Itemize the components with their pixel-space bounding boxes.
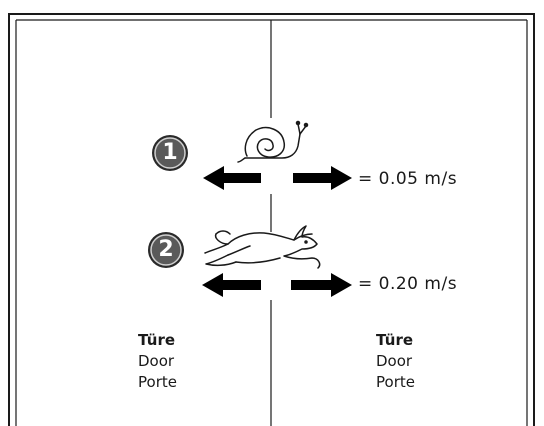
- right-door-english: Door: [376, 352, 413, 370]
- arrows-row-1: [203, 166, 352, 190]
- left-door-french: Porte: [138, 373, 177, 391]
- speed-number-2: 2: [158, 237, 174, 262]
- speed-label-fast: = 0.20 m/s: [358, 274, 458, 294]
- hare-icon: [204, 225, 321, 269]
- left-arrow-icon: [202, 273, 261, 297]
- right-door-title: Türe: [376, 331, 414, 349]
- left-arrow-icon: [203, 166, 261, 190]
- center-mask-bottom: [262, 232, 282, 300]
- arrows-row-2: [202, 273, 352, 297]
- snail-icon: [237, 120, 309, 163]
- left-door-title: Türe: [138, 331, 176, 349]
- speed-badge-2: [148, 232, 184, 268]
- right-arrow-icon: [291, 273, 352, 297]
- speed-badge-1: [152, 135, 188, 171]
- door-frame: [8, 13, 535, 426]
- left-door-english: Door: [138, 352, 175, 370]
- right-arrow-icon: [293, 166, 352, 190]
- speed-number-1: 1: [162, 140, 178, 165]
- speed-label-slow: = 0.05 m/s: [358, 169, 458, 189]
- right-door-french: Porte: [376, 373, 415, 391]
- center-mask-top: [262, 118, 282, 194]
